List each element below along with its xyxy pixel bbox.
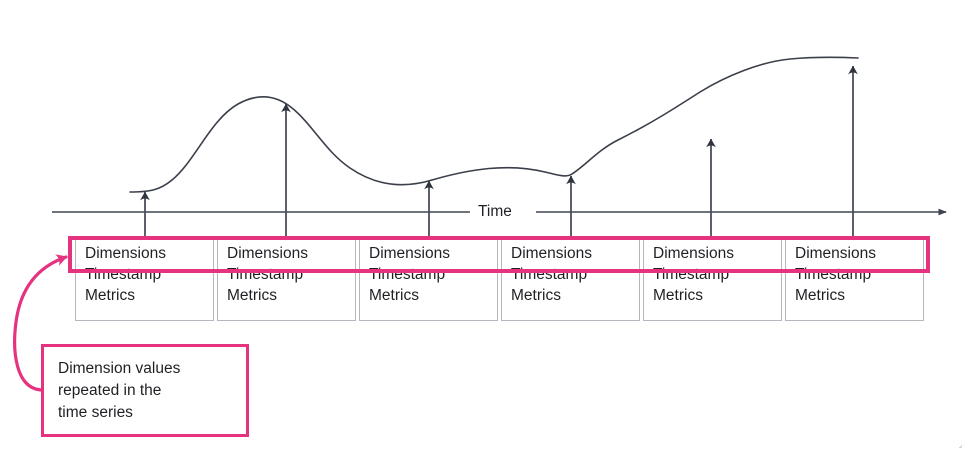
record-dimensions: Dimensions	[227, 245, 308, 262]
timeseries-curve	[129, 56, 859, 193]
record-dimensions: Dimensions	[795, 245, 876, 262]
record-box[interactable]: Dimensions Timestamp Metrics	[501, 238, 640, 321]
callout-connector-arrow	[13, 254, 68, 392]
callout-line-1: Dimension values	[58, 360, 181, 377]
record-timestamp: Timestamp	[795, 266, 872, 283]
record-metrics: Metrics	[369, 287, 419, 304]
record-metrics: Metrics	[227, 287, 277, 304]
record-dimensions: Dimensions	[369, 245, 450, 262]
callout-line-2: repeated in the	[58, 382, 162, 399]
axis-label-time: Time	[471, 203, 519, 221]
record-metrics: Metrics	[85, 287, 135, 304]
callout-line-3: time series	[58, 404, 133, 421]
record-metrics: Metrics	[795, 287, 845, 304]
record-box[interactable]: Dimensions Timestamp Metrics	[359, 238, 498, 321]
record-metrics: Metrics	[653, 287, 703, 304]
corner-mark-icon: ⌟	[958, 442, 962, 449]
record-timestamp: Timestamp	[511, 266, 588, 283]
record-dimensions: Dimensions	[653, 245, 734, 262]
record-timestamp: Timestamp	[653, 266, 730, 283]
record-box[interactable]: Dimensions Timestamp Metrics	[643, 238, 782, 321]
record-timestamp: Timestamp	[369, 266, 446, 283]
record-metrics: Metrics	[511, 287, 561, 304]
record-timestamp: Timestamp	[227, 266, 304, 283]
record-timestamp: Timestamp	[85, 266, 162, 283]
record-dimensions: Dimensions	[511, 245, 592, 262]
record-dimensions: Dimensions	[85, 245, 166, 262]
record-box[interactable]: Dimensions Timestamp Metrics	[217, 238, 356, 321]
record-box[interactable]: Dimensions Timestamp Metrics	[785, 238, 924, 321]
callout-box: Dimension values repeated in the time se…	[41, 344, 249, 437]
record-box[interactable]: Dimensions Timestamp Metrics	[75, 238, 214, 321]
